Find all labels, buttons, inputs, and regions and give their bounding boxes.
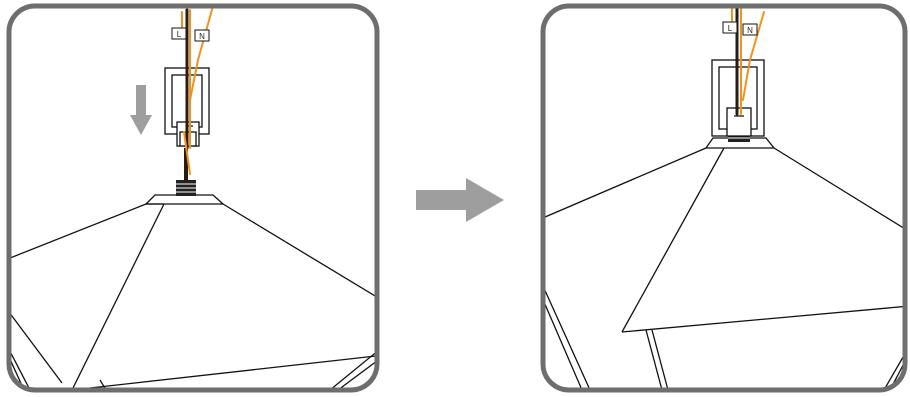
panel-frame <box>6 3 380 393</box>
threaded-nipple <box>176 148 196 196</box>
tag-label-l: L <box>728 24 733 33</box>
lamp-shade <box>9 194 377 390</box>
tag-label-n: N <box>747 26 753 35</box>
down-arrow-icon <box>130 85 152 135</box>
wire-tags: L N <box>171 27 210 42</box>
wire-tags: L N <box>722 21 758 36</box>
right-arrow-icon <box>412 178 508 222</box>
tag-label-n: N <box>199 32 205 41</box>
tag-label-l: L <box>177 30 182 39</box>
step-panel-before: L N <box>0 0 385 397</box>
step-panel-after: L N <box>538 0 910 397</box>
panel-frame <box>540 3 908 393</box>
after-diagram: L N <box>540 3 908 393</box>
lamp-shade <box>543 137 905 390</box>
lamp-top-plate <box>144 194 225 205</box>
wires <box>181 6 214 175</box>
before-diagram: L N <box>6 3 380 393</box>
